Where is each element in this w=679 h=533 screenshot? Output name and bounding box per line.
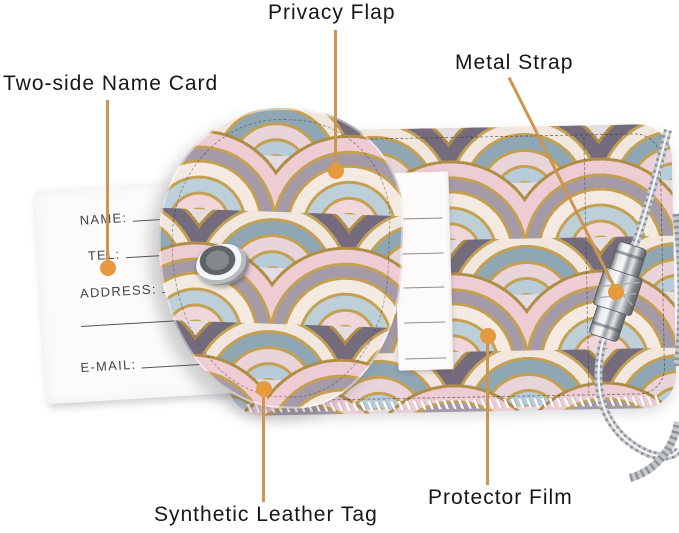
label-synthetic-leather-tag: Synthetic Leather Tag [154,503,378,526]
leader-line-protector-film [486,335,489,485]
film-rule-line [404,321,446,324]
leader-dot-name-card [100,260,116,276]
card-field-label: E-MAIL: [79,356,137,376]
label-two-side-name-card: Two-side Name Card [3,72,219,95]
leader-dot-synthetic-leather-tag [256,381,272,397]
label-privacy-flap: Privacy Flap [268,1,396,24]
film-rule-line [403,286,445,289]
protector-film-strip [393,171,454,371]
leader-dot-privacy-flap [328,163,344,179]
film-rule-line [402,252,444,255]
card-field-line [80,319,188,327]
film-rule-line [401,217,443,220]
card-field-label: NAME: [79,210,128,228]
card-field-extra-line [76,319,188,330]
label-protector-film: Protector Film [428,486,573,509]
vertical-stitch-line [583,137,590,394]
leader-line-name-card [106,100,109,268]
label-metal-strap: Metal Strap [455,51,574,74]
film-rule-line [405,357,447,360]
leader-dot-protector-film [480,328,496,344]
leader-line-privacy-flap [334,30,337,172]
card-field-label: ADDRESS: [79,281,158,301]
leader-line-synthetic-leather-tag [262,388,265,502]
leader-dot-metal-strap [608,284,624,300]
